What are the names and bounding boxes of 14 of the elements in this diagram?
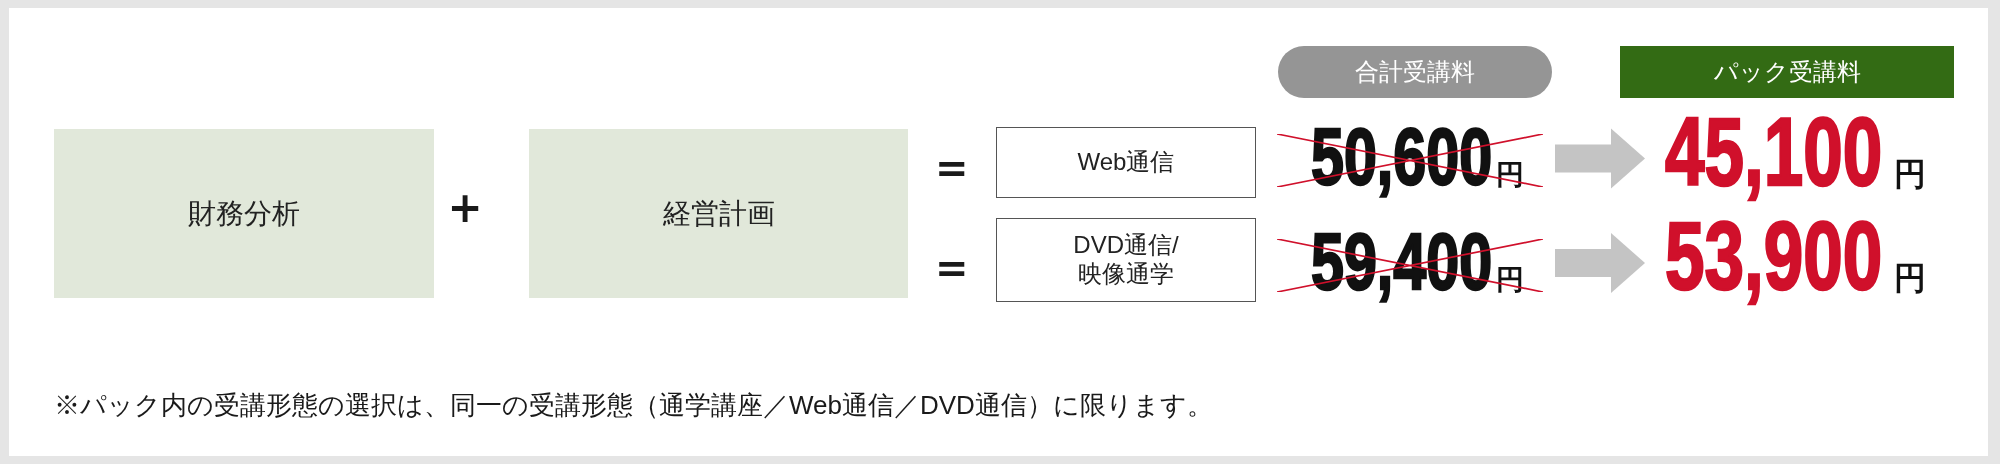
delivery-mode-box: Web通信 — [996, 127, 1256, 198]
delivery-mode-box: DVD通信/映像通学 — [996, 218, 1256, 302]
equals-sign: = — [935, 248, 969, 288]
arrow — [1555, 233, 1645, 293]
footnote: ※パック内の受講形態の選択は、同一の受講形態（通学講座／Web通信／DVD通信）に限ります。 — [54, 392, 1213, 418]
column-header: 合計受講料 — [1278, 46, 1552, 98]
course-box: 財務分析 — [54, 129, 434, 298]
arrow — [1555, 128, 1645, 189]
plus-sign: + — [447, 187, 483, 229]
sale-price: 45,100 円 — [1665, 104, 1927, 200]
column-header: パック受講料 — [1620, 46, 1954, 98]
sale-price: 53,900 円 — [1665, 208, 1927, 304]
course-box: 経営計画 — [529, 129, 908, 298]
equals-sign: = — [935, 148, 969, 188]
